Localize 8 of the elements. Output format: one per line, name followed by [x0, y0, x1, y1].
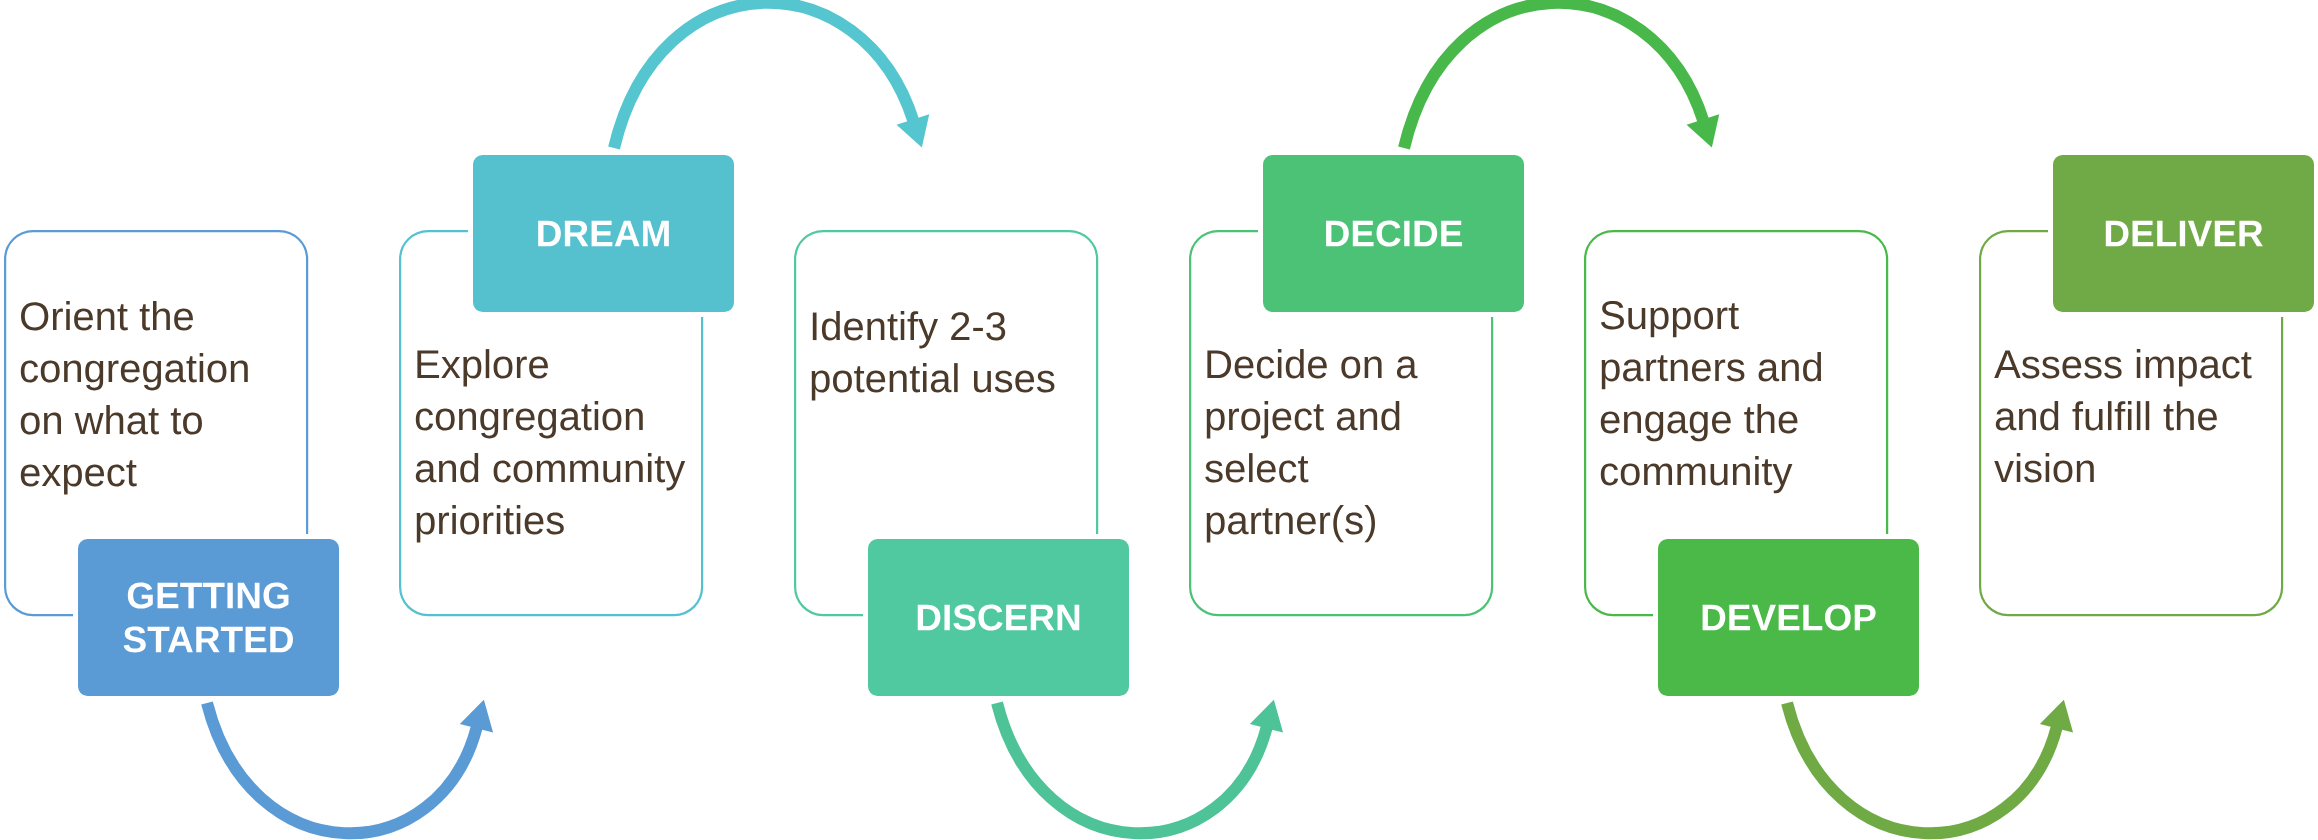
- stage-label: GETTING STARTED: [73, 534, 344, 701]
- curved-arrow: [1398, 0, 1720, 150]
- stage-label: DISCERN: [863, 534, 1134, 701]
- curved-arrow: [608, 0, 930, 150]
- stage-label: DELIVER: [2048, 150, 2318, 317]
- stage-label: DECIDE: [1258, 150, 1529, 317]
- stage-label: DREAM: [468, 150, 739, 317]
- stage-label: DEVELOP: [1653, 534, 1924, 701]
